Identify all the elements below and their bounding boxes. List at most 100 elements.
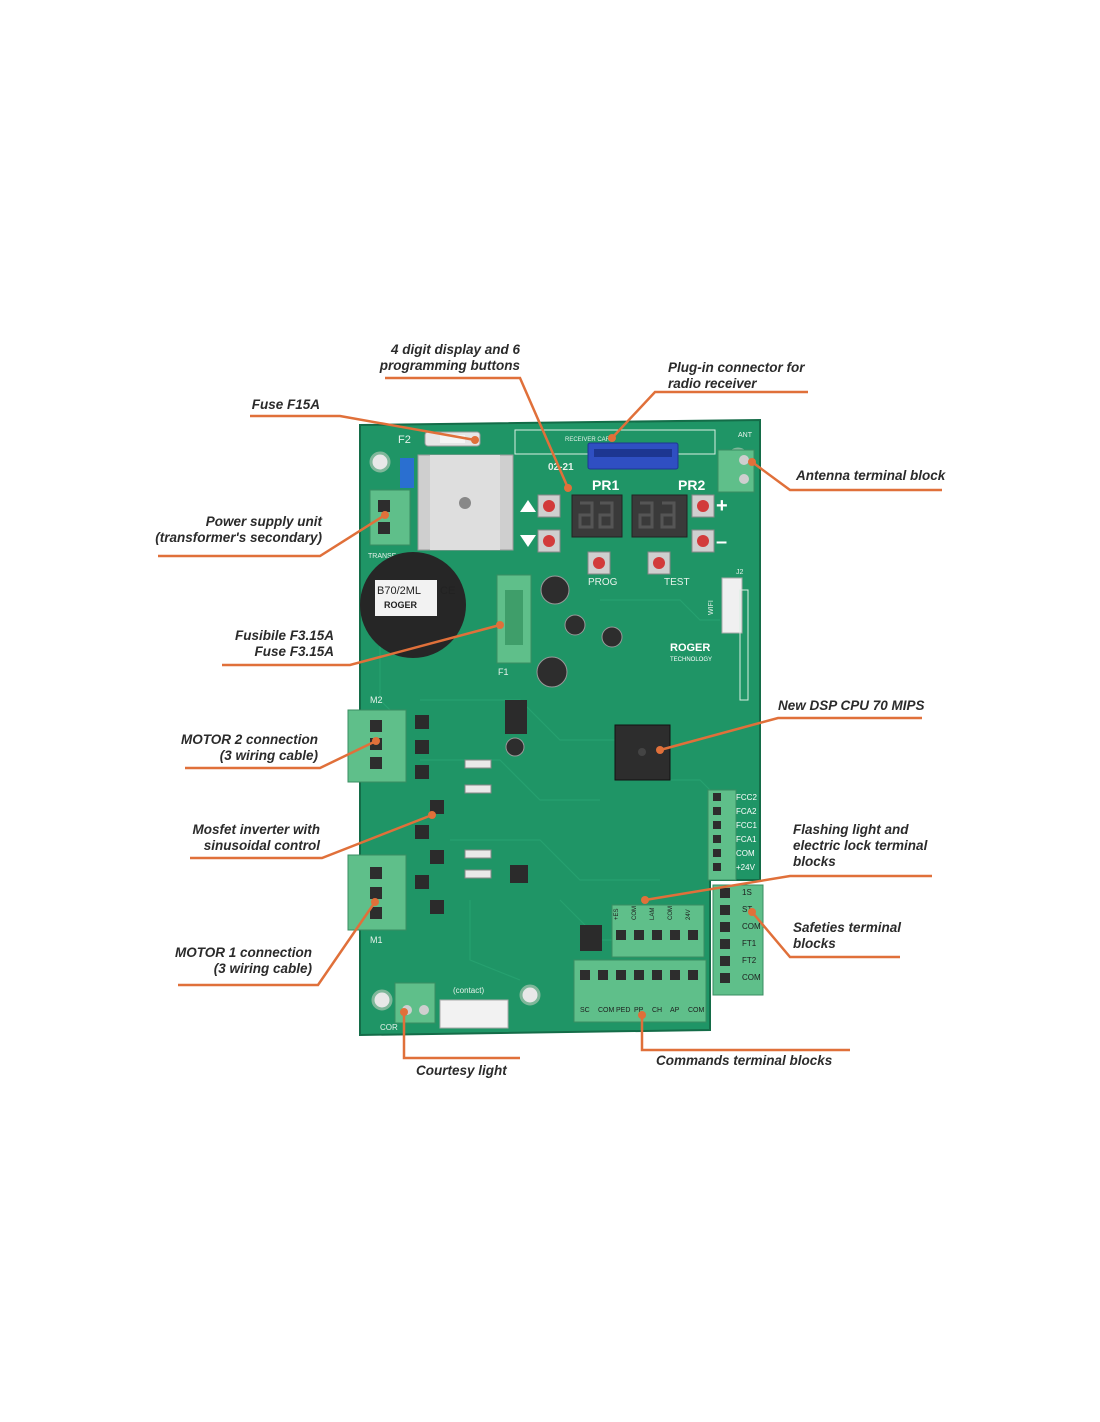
terminal-screw: [670, 930, 680, 940]
wifi-connector: [721, 577, 743, 634]
terminal-screw: [713, 821, 721, 829]
leader-display-buttons: [385, 376, 570, 489]
leader-fusibile: [222, 623, 501, 667]
electrolytic-capacitors: [505, 575, 623, 757]
programming-buttons: [537, 494, 715, 575]
leader-power-supply: [158, 513, 386, 558]
up-arrow-icon: [520, 500, 536, 512]
mark-ant: ANT: [738, 432, 753, 439]
mark-contact: (contact): [453, 986, 484, 995]
terminal-label: FCA1: [736, 835, 757, 844]
flashing-light-labels: +ES COM LAM COM 24V: [614, 906, 698, 940]
mark-f1: F1: [498, 667, 509, 677]
label-flashing-line1: Flashing light and: [793, 822, 909, 837]
seven-segment-display: [571, 494, 688, 538]
label-display-buttons-line1: 4 digit display and 6: [390, 342, 520, 357]
terminal-label: LAM: [650, 908, 656, 920]
mark-board-code: 02-21: [548, 462, 574, 473]
resistors: [464, 759, 492, 879]
terminal-screw: [720, 888, 730, 898]
terminal-label: FCC1: [736, 821, 757, 830]
leader-flashing: [644, 874, 932, 902]
label-fusibile-line2: Fuse F3.15A: [254, 644, 334, 659]
terminal-screw: [720, 939, 730, 949]
terminal-label: COM: [598, 1007, 615, 1014]
terminal-screw: [713, 849, 721, 857]
label-power-supply-line1: Power supply unit: [205, 514, 322, 529]
terminal-label: COM: [688, 1007, 705, 1014]
terminal-label: COM: [742, 973, 761, 982]
label-courtesy: Courtesy light: [416, 1063, 507, 1079]
mark-prog: PROG: [588, 577, 618, 588]
label-antenna: Antenna terminal block: [796, 468, 945, 484]
label-commands: Commands terminal blocks: [656, 1053, 832, 1069]
fuse-f3-15a: [496, 574, 532, 664]
leader-commands: [640, 1015, 850, 1052]
terminal-screw: [720, 905, 730, 915]
label-power-supply: Power supply unit (transformer's seconda…: [155, 514, 322, 546]
blue-capacitor: [400, 458, 414, 488]
terminal-screw: [652, 970, 662, 980]
label-courtesy-text: Courtesy light: [416, 1063, 507, 1078]
terminal-label: 24V: [686, 909, 692, 920]
terminal-label: COM: [742, 922, 761, 931]
label-dsp-cpu: New DSP CPU 70 MIPS: [778, 698, 925, 714]
mark-f2: F2: [398, 434, 411, 446]
terminal-label: PED: [616, 1007, 630, 1014]
heatsink: [417, 454, 514, 551]
mark-cap-brand: ROGER: [384, 600, 418, 610]
leader-motor2: [185, 739, 377, 770]
terminal-screw: [713, 807, 721, 815]
terminal-label: COM: [668, 906, 674, 920]
motor1-terminal: [347, 854, 407, 931]
leader-courtesy: [402, 1012, 520, 1060]
terminal-label: FT1: [742, 939, 757, 948]
terminal-screw: [688, 970, 698, 980]
label-fuse-f15a-text: Fuse F15A: [251, 397, 320, 412]
label-fuse-f15a: Fuse F15A: [252, 397, 320, 413]
courtesy-light-terminal: [394, 982, 509, 1029]
label-flashing-line2: electric lock terminal: [793, 838, 928, 853]
leader-antenna: [751, 460, 942, 492]
label-fusibile-line1: Fusibile F3.15A: [234, 628, 334, 643]
terminal-label: SC: [580, 1007, 590, 1014]
terminal-screw: [688, 930, 698, 940]
leader-safeties: [751, 911, 900, 959]
terminal-screw: [713, 793, 721, 801]
mark-test: TEST: [664, 577, 690, 588]
terminal-screw: [616, 970, 626, 980]
down-arrow-icon: [520, 535, 536, 547]
terminal-label: COM: [632, 906, 638, 920]
label-motor2-line2: (3 wiring cable): [219, 748, 318, 763]
label-display-buttons: 4 digit display and 6 programming button…: [380, 342, 520, 374]
terminal-screw: [670, 970, 680, 980]
label-power-supply-line2: (transformer's secondary): [155, 530, 322, 545]
label-display-buttons-line2: programming buttons: [379, 358, 520, 373]
limit-switch-terminal: [707, 789, 737, 881]
mark-cor: COR: [380, 1023, 398, 1032]
fuse-f15a: [424, 431, 481, 447]
terminal-label: COM: [736, 849, 755, 858]
main-capacitor: [360, 552, 466, 658]
label-motor2-line1: MOTOR 2 connection: [180, 732, 318, 747]
leader-endpoints: [371, 434, 756, 1019]
mark-wifi: WIFI: [708, 600, 715, 615]
mark-plus: +: [716, 495, 728, 517]
label-mosfet: Mosfet inverter with sinusoidal control: [192, 822, 320, 854]
terminal-screw: [634, 930, 644, 940]
label-motor1-line2: (3 wiring cable): [213, 961, 312, 976]
terminal-label: +ES: [614, 908, 620, 920]
leader-motor1: [178, 901, 377, 987]
terminal-label: +24V: [736, 863, 756, 872]
label-motor2: MOTOR 2 connection (3 wiring cable): [181, 732, 318, 764]
label-plugin-connector-line2: radio receiver: [668, 376, 757, 391]
label-fusibile: Fusibile F3.15A Fuse F3.15A: [235, 628, 334, 660]
terminal-screw: [652, 930, 662, 940]
mark-j2: J2: [736, 569, 744, 576]
leader-dsp-cpu: [659, 716, 922, 752]
mark-minus: –: [716, 531, 727, 553]
terminal-screw: [720, 922, 730, 932]
